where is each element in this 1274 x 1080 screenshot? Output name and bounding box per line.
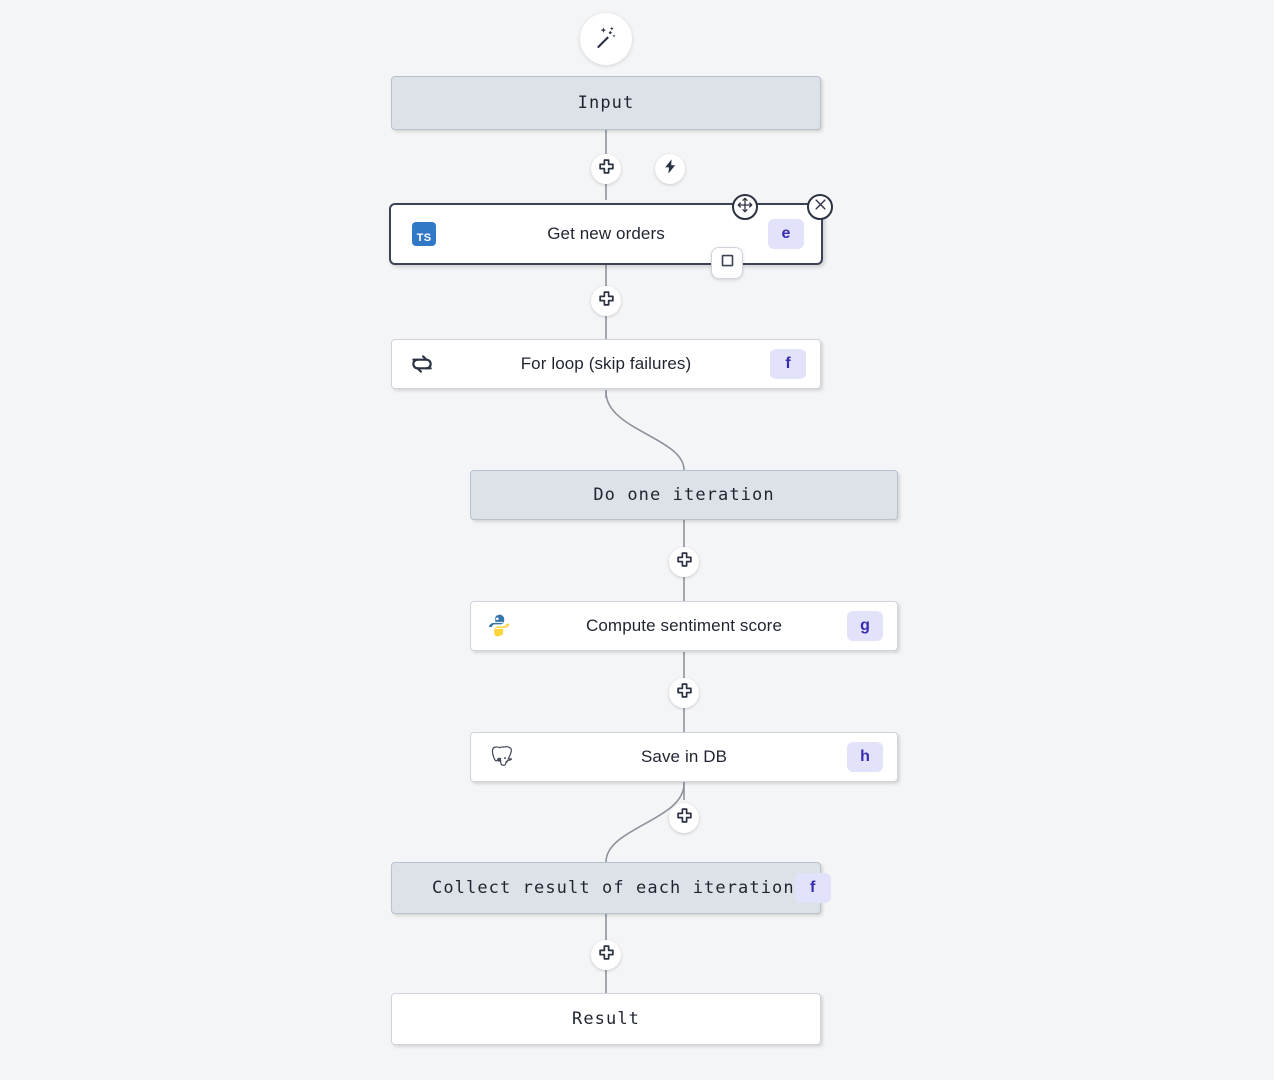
lightning-icon (662, 158, 679, 180)
plus-icon (676, 682, 693, 704)
python-icon (481, 613, 521, 639)
node-label: For loop (skip failures) (520, 354, 692, 373)
node-get-new-orders-selected[interactable]: TS Get new orders e (389, 203, 823, 265)
add-step-button-after-save-in-db[interactable] (669, 803, 699, 833)
node-shortcut-badge: h (847, 742, 883, 772)
trigger-button[interactable] (655, 154, 685, 184)
node-label: Do one iteration (593, 485, 775, 505)
add-step-button-after-compute[interactable] (669, 678, 699, 708)
node-result[interactable]: Result (391, 993, 821, 1045)
typescript-icon: TS (404, 222, 444, 246)
node-label: Get new orders (547, 224, 665, 243)
plus-icon (598, 944, 615, 966)
node-label: Compute sentiment score (586, 616, 782, 635)
loop-icon (402, 351, 442, 377)
plus-icon (598, 158, 615, 180)
branch-button[interactable] (711, 247, 743, 279)
node-label: Input (577, 93, 635, 113)
node-label: Save in DB (640, 747, 728, 766)
node-save-in-db[interactable]: Save in DB h (470, 732, 898, 782)
move-handle[interactable] (732, 194, 758, 220)
add-step-button-after-get-new-orders[interactable] (591, 286, 621, 316)
add-step-button-after-input[interactable] (591, 154, 621, 184)
node-shortcut-badge: f (794, 873, 831, 903)
node-shortcut-badge: e (768, 219, 804, 249)
ai-generate-button[interactable] (580, 13, 632, 65)
plus-icon (598, 290, 615, 312)
square-icon (720, 253, 735, 273)
plus-icon (676, 551, 693, 573)
move-icon (737, 197, 753, 218)
close-icon (813, 197, 828, 217)
node-collect-result[interactable]: Collect result of each iteration f (391, 862, 831, 914)
magic-wand-icon (593, 24, 619, 55)
delete-node-button[interactable] (807, 194, 833, 220)
node-shortcut-badge: g (847, 611, 883, 641)
node-shortcut-badge: f (770, 349, 806, 379)
add-step-button-after-collect[interactable] (591, 940, 621, 970)
plus-icon (676, 807, 693, 829)
node-compute-sentiment-score[interactable]: Compute sentiment score g (470, 601, 898, 651)
node-for-loop[interactable]: For loop (skip failures) f (391, 339, 821, 389)
node-do-one-iteration[interactable]: Do one iteration (470, 470, 898, 520)
node-input[interactable]: Input (391, 76, 821, 130)
node-label: Collect result of each iteration (432, 878, 795, 898)
add-step-button-after-iteration[interactable] (669, 547, 699, 577)
postgres-icon (481, 744, 521, 770)
node-label: Result (571, 1009, 640, 1029)
